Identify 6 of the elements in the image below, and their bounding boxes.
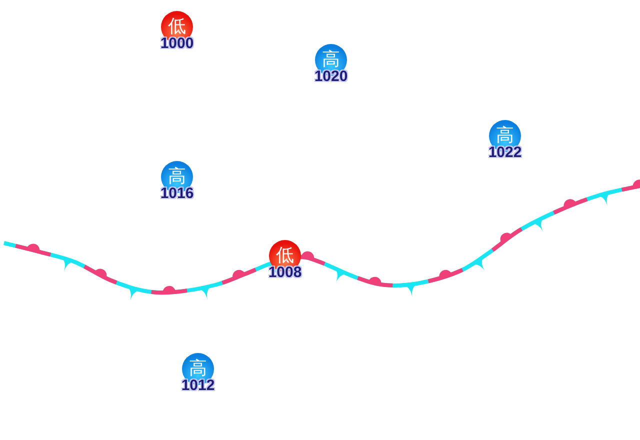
pressure-value: 1012 (180, 377, 216, 394)
pressure-value: 1008 (267, 264, 303, 281)
pressure-value: 1020 (313, 68, 349, 85)
pressure-value: 1000 (159, 35, 195, 52)
pressure-value: 1016 (159, 185, 195, 202)
pressure-value: 1022 (487, 144, 523, 161)
